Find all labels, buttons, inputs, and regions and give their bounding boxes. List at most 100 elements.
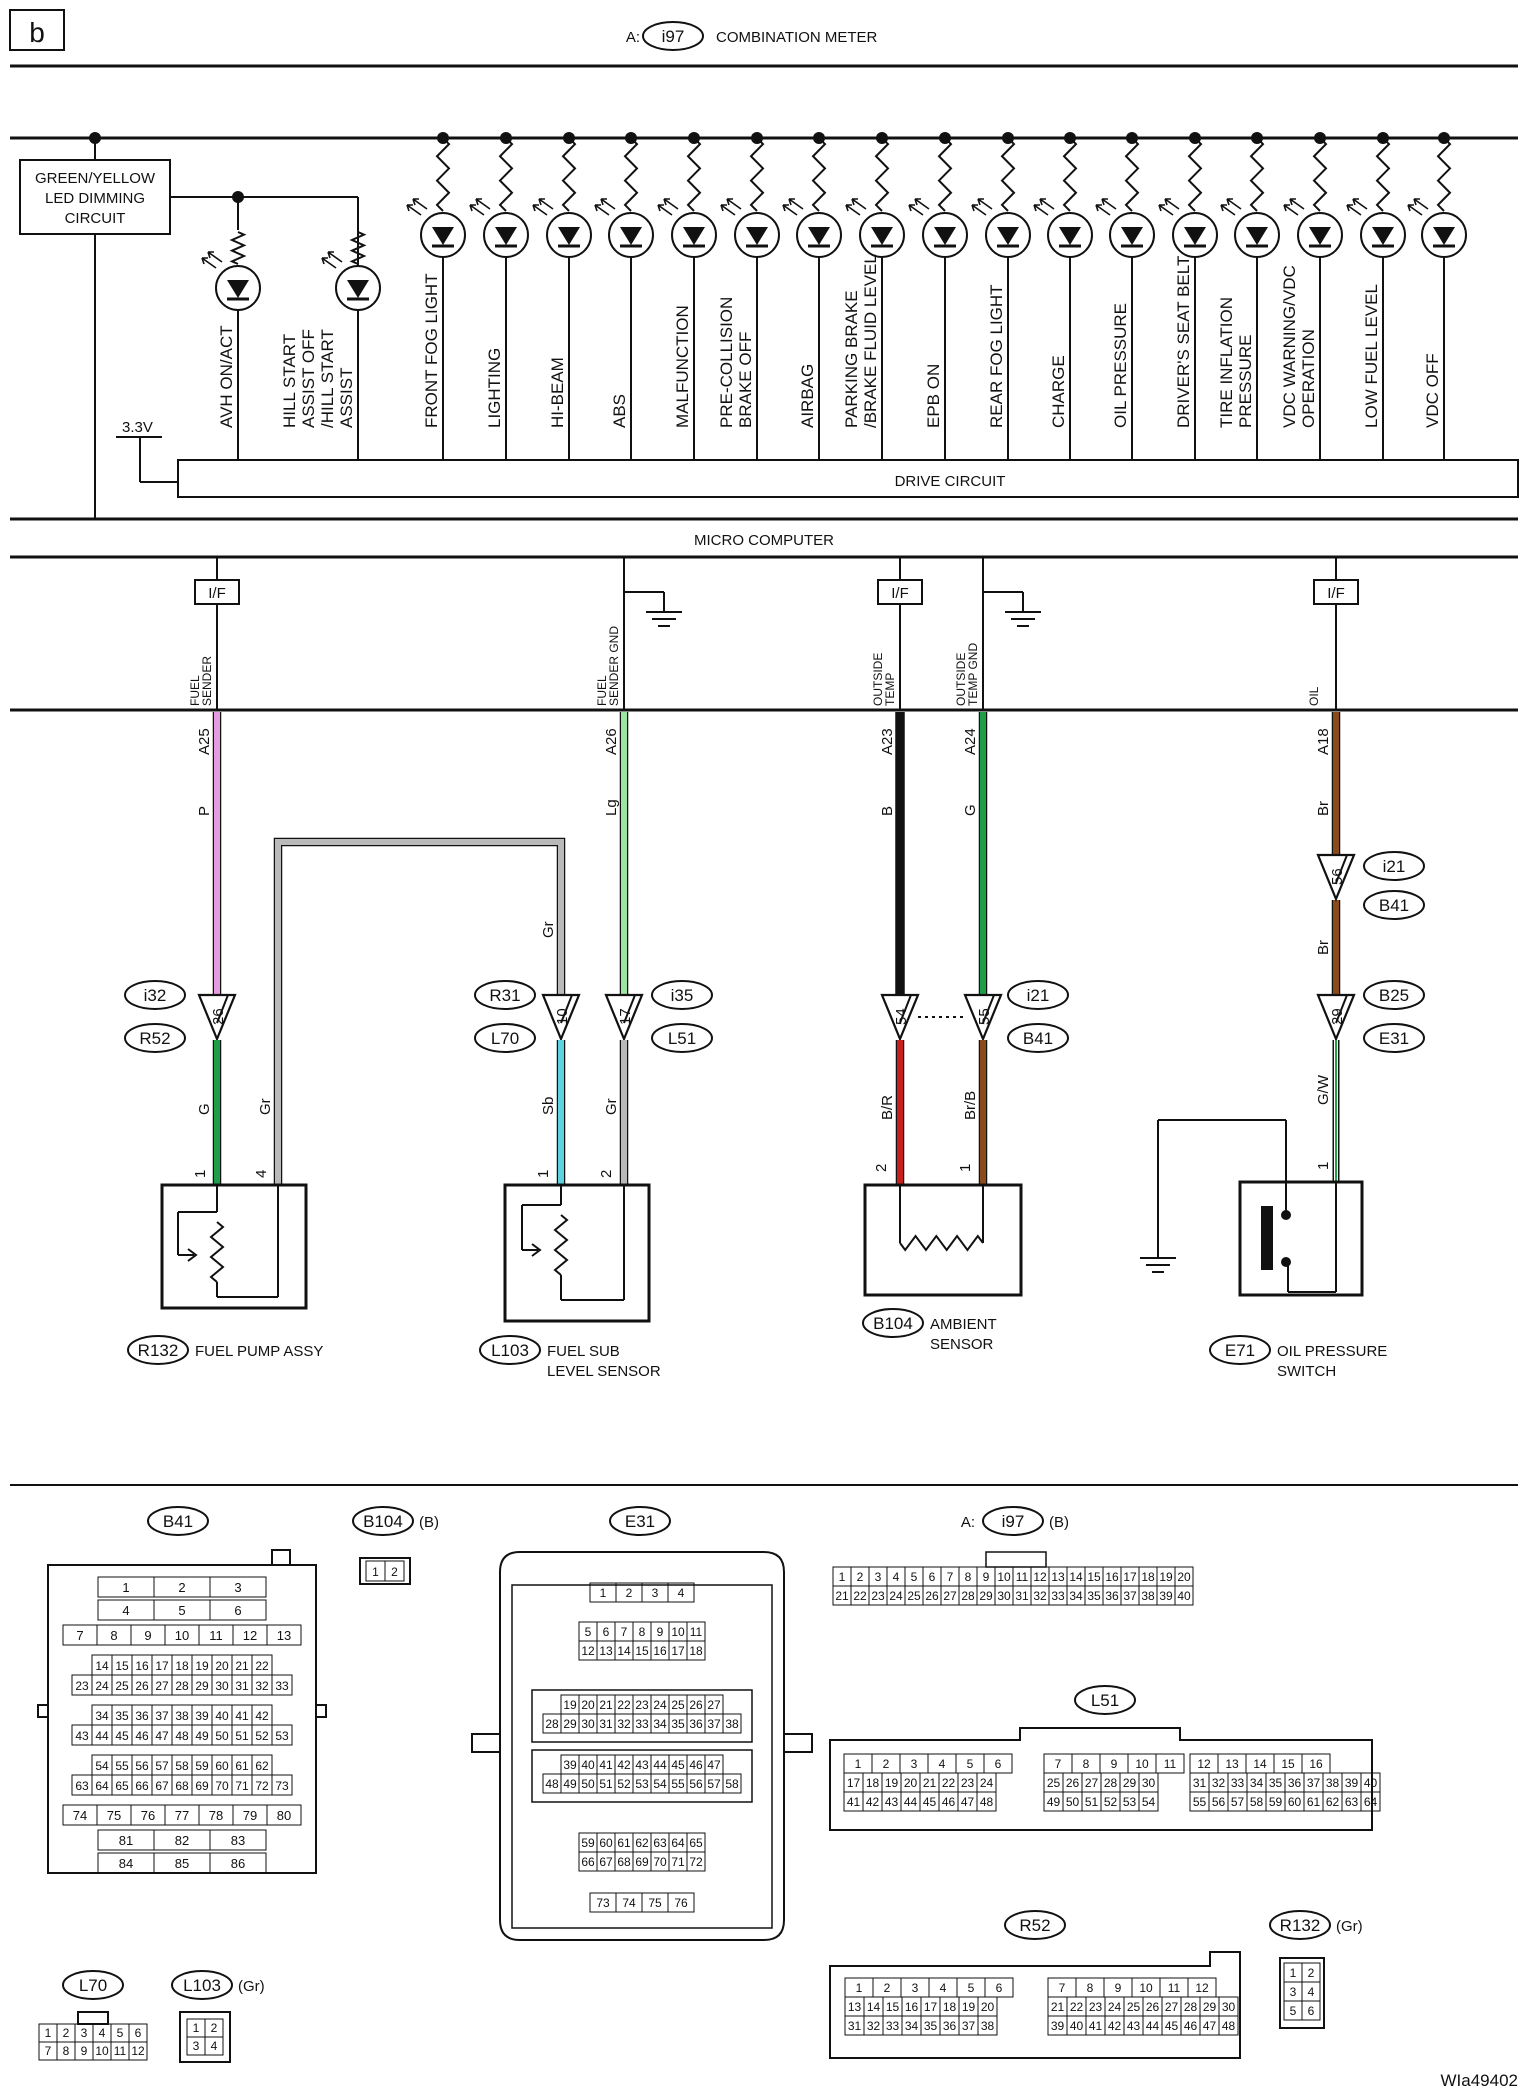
led-indicator-1-resistor: [498, 137, 514, 212]
component-code: [127, 1335, 189, 1365]
led-indicator-16-label: VDC OFF: [1423, 353, 1442, 428]
i97-pin: 15: [1087, 1570, 1101, 1584]
l51-pin: 52: [1104, 1795, 1118, 1809]
b41-pin: 52: [255, 1729, 269, 1743]
e31-pin: 55: [671, 1777, 685, 1791]
component-code: [1209, 1335, 1271, 1365]
r52-pin: 36: [943, 2019, 957, 2033]
led-indicator-6-label: AIRBAG: [798, 364, 817, 428]
header-prefix: A:: [626, 29, 640, 46]
e31-pin: 1: [600, 1586, 607, 1600]
led-indicator-5-resistor: [749, 137, 765, 212]
junction-56-tag-code: B41: [1379, 896, 1409, 915]
r132-suffix: (Gr): [1336, 1918, 1363, 1935]
l51-pin: 30: [1142, 1776, 1156, 1790]
ambient-sensor-box: [863, 1183, 1023, 1297]
signal-color-code: Br: [1315, 801, 1332, 816]
b41-pin: 68: [175, 1779, 189, 1793]
led-indicator-15-resistor: [1375, 137, 1391, 212]
e31-pin: 26: [689, 1698, 703, 1712]
r52-pin: 37: [962, 2019, 976, 2033]
e31-cell: [686, 1851, 706, 1872]
i97-suffix: (B): [1049, 1514, 1069, 1531]
signal-label: OUTSIDE: [871, 653, 885, 706]
led-indicator-3-label: ABS: [610, 394, 629, 428]
e31-pin: 59: [581, 1836, 595, 1850]
b41-pin: 63: [75, 1779, 89, 1793]
r52-pin: 42: [1108, 2019, 1122, 2033]
led-indicator-4-led-rays: [657, 198, 679, 216]
b41-pin: 77: [175, 1808, 189, 1823]
r52-pin: 30: [1222, 2000, 1236, 2014]
e31-cell: [722, 1773, 742, 1794]
b41-cell: [209, 1576, 267, 1598]
b41-pin: 47: [155, 1729, 169, 1743]
l51-pin: 11: [1164, 1757, 1177, 1771]
b41-cell: [266, 1804, 302, 1826]
l51-cell: [983, 1753, 1013, 1774]
b41-pin: 49: [195, 1729, 209, 1743]
led-hill-start-label: /HILL START: [318, 329, 337, 428]
signal-color-code: G: [962, 804, 979, 816]
b41-pin: 67: [155, 1779, 169, 1793]
e31-pin: 56: [689, 1777, 703, 1791]
led-indicator-6-resistor: [811, 137, 827, 212]
b41-label: [147, 1506, 209, 1536]
wire-code-oil_br: Br: [1315, 940, 1332, 955]
r52-pin: 28: [1184, 2000, 1198, 2014]
led-indicator-10-resistor: [1062, 137, 1078, 212]
l51-pin: 1: [855, 1757, 862, 1771]
sub-sensor-pin: 2: [598, 1170, 615, 1178]
i97-pin: 17: [1123, 1570, 1137, 1584]
r132-housing: [1279, 1957, 1325, 2029]
r132-pin: 6: [1308, 2004, 1315, 2018]
l103-suffix: (Gr): [238, 1978, 265, 1995]
i97-pin: 25: [907, 1589, 921, 1603]
led-avh-led-diode: [227, 280, 249, 298]
r52-pin: 33: [886, 2019, 900, 2033]
e31-pin: 4: [678, 1586, 685, 1600]
l51-pin: 62: [1326, 1795, 1340, 1809]
b41-pin: 24: [95, 1679, 109, 1693]
component-code-code: L103: [491, 1341, 529, 1360]
wire-code-ambient_br_r: B/R: [879, 1095, 896, 1120]
l51-pin: 35: [1269, 1776, 1283, 1790]
l51-pin: 9: [1111, 1757, 1118, 1771]
led-indicator-3-resistor: [623, 137, 639, 212]
signal-label: OUTSIDE: [954, 653, 968, 706]
e31-cell: [722, 1713, 742, 1734]
l70-pin: 9: [81, 2044, 88, 2058]
l51-pin: 58: [1250, 1795, 1264, 1809]
l51-pin: 24: [980, 1776, 994, 1790]
b41-pin: 82: [175, 1833, 189, 1848]
e31-pin: 29: [563, 1717, 577, 1731]
r52-pin: 45: [1165, 2019, 1179, 2033]
r52-pin: 34: [905, 2019, 919, 2033]
i97-pin: 18: [1141, 1570, 1155, 1584]
l51-cell: [976, 1791, 997, 1812]
signal-label: OIL: [1307, 686, 1321, 706]
b41-pin: 73: [275, 1779, 289, 1793]
l103-pin: 3: [193, 2039, 200, 2053]
i97-pin: 10: [997, 1570, 1011, 1584]
micro-computer-label: MICRO COMPUTER: [694, 532, 834, 549]
e31-pin: 14: [617, 1644, 631, 1658]
l51-pin: 23: [961, 1776, 975, 1790]
wire-gray-loop-outline: [273, 837, 566, 1185]
r132-pin: 4: [1308, 1985, 1315, 1999]
i97-pin: 38: [1141, 1589, 1155, 1603]
i97-pin: 31: [1015, 1589, 1029, 1603]
led-indicator-11-led-rays: [1095, 198, 1117, 216]
l103-label-code: L103: [183, 1976, 221, 1995]
l51-pin: 45: [923, 1795, 937, 1809]
junction-55-tag-code: B41: [1023, 1029, 1053, 1048]
b41-pin: 32: [255, 1679, 269, 1693]
r52-pin: 1: [856, 1981, 863, 1995]
l103-pin: 2: [211, 2021, 218, 2035]
signal-label: TEMP GND: [966, 643, 980, 706]
l51-pin: 51: [1085, 1795, 1099, 1809]
sub-sensor-rheostat: [553, 1214, 569, 1276]
i97-pin: 30: [997, 1589, 1011, 1603]
